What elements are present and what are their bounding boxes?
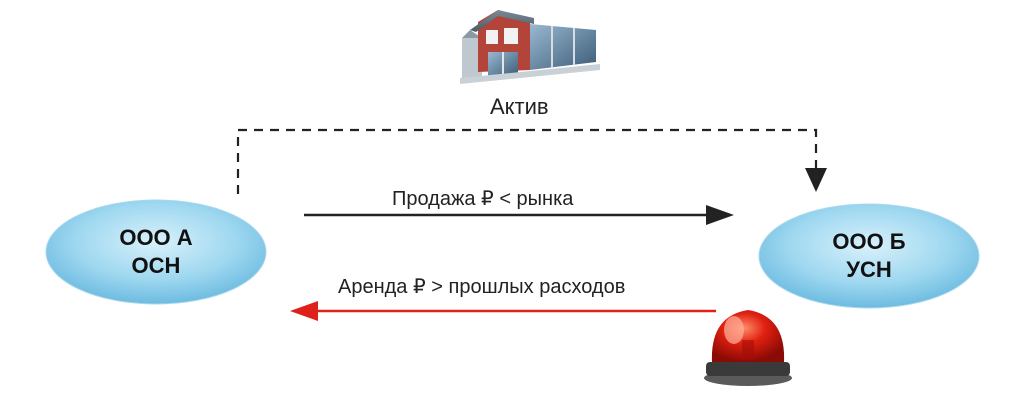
company-a-line1: ООО А	[119, 225, 193, 250]
company-a-name: ООО А ОСН	[56, 224, 256, 280]
dashed-arrowhead	[805, 168, 827, 192]
company-b-line1: ООО Б	[832, 229, 906, 254]
asset-label: Актив	[490, 94, 549, 119]
building-icon	[460, 10, 600, 84]
company-b-line2: УСН	[846, 257, 892, 282]
rent-label: Аренда ₽ > прошлых расходов	[338, 276, 626, 298]
sale-label: Продажа ₽ < рынка	[392, 188, 574, 210]
ellipse-company-a	[45, 199, 267, 305]
alarm-beacon-icon	[704, 310, 792, 386]
company-a-line2: ОСН	[131, 253, 181, 278]
ellipse-company-b	[758, 203, 980, 309]
dashed-asset-path	[236, 128, 818, 194]
rent-arrowhead	[290, 301, 318, 321]
company-b-name: ООО Б УСН	[769, 228, 969, 284]
sale-arrowhead	[706, 205, 734, 225]
